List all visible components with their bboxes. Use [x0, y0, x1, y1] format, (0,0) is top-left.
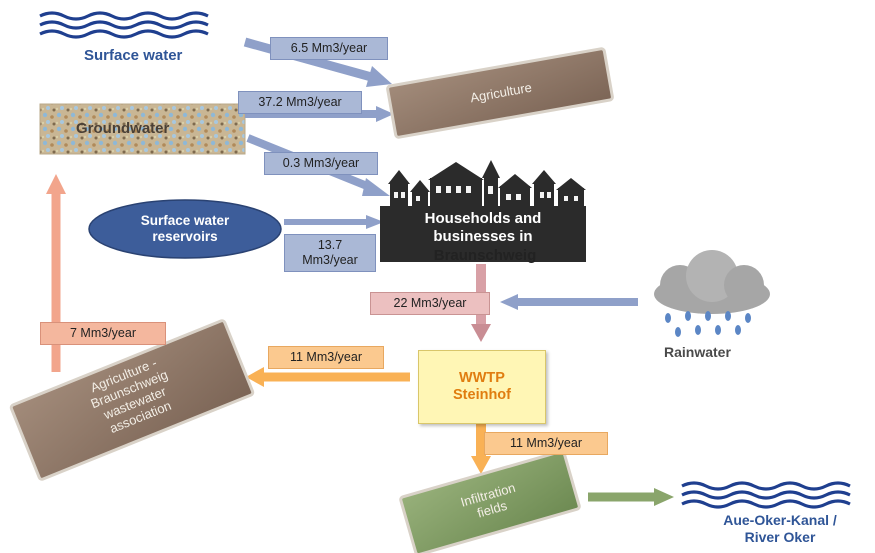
households-line2: businesses in	[433, 228, 533, 245]
blue-flow-arrows	[243, 37, 638, 310]
city-windows	[394, 186, 578, 201]
wwtp-box: WWTP Steinhof	[418, 350, 546, 424]
green-flow-arrow	[588, 488, 674, 506]
flow-reservoirs-line2: Mm3/year	[302, 253, 358, 267]
reservoirs-label: Surface water reservoirs	[95, 213, 275, 245]
water-waves-icon	[39, 11, 209, 39]
rainwater-label: Rainwater	[664, 344, 731, 360]
households-label: Households and businesses in	[380, 210, 586, 246]
flow-ag-assoc-groundwater: 7 Mm3/year	[40, 322, 166, 345]
flow-wwtp-infiltration: 11 Mm3/year	[484, 432, 608, 455]
flow-households-wwtp: 22 Mm3/year	[370, 292, 490, 315]
infiltration-plate	[399, 449, 581, 553]
river-waves-icon	[681, 481, 851, 509]
flow-groundwater-agriculture: 37.2 Mm3/year	[238, 91, 362, 114]
reservoirs-line2: reservoirs	[152, 229, 218, 244]
river-label: Aue-Oker-Kanal / River Oker	[690, 512, 870, 546]
flow-surface-agriculture: 6.5 Mm3/year	[270, 37, 388, 60]
groundwater-box	[39, 103, 246, 155]
wwtp-line1: WWTP	[459, 370, 505, 386]
reservoirs-line1: Surface water	[140, 213, 230, 228]
rain-cloud-icon	[654, 250, 770, 337]
orange-flow-arrows	[246, 367, 491, 474]
flow-wwtp-ag-assoc: 11 Mm3/year	[268, 346, 384, 369]
agriculture-plate	[386, 47, 614, 139]
braunschweig-label: Braunschweig	[433, 247, 537, 264]
flow-groundwater-households: 0.3 Mm3/year	[264, 152, 378, 175]
reservoir-ellipse	[88, 199, 282, 259]
surface-water-label: Surface water	[84, 47, 183, 64]
households-line1: Households and	[424, 210, 542, 227]
agriculture-association-plate	[9, 319, 255, 481]
groundwater-label: Groundwater	[76, 120, 170, 137]
flow-reservoirs-households: 13.7 Mm3/year	[284, 234, 376, 272]
flow-reservoirs-line1: 13.7	[317, 238, 343, 252]
river-line2: River Oker	[744, 529, 816, 545]
wwtp-line2: Steinhof	[453, 387, 511, 403]
river-line1: Aue-Oker-Kanal /	[723, 512, 837, 528]
